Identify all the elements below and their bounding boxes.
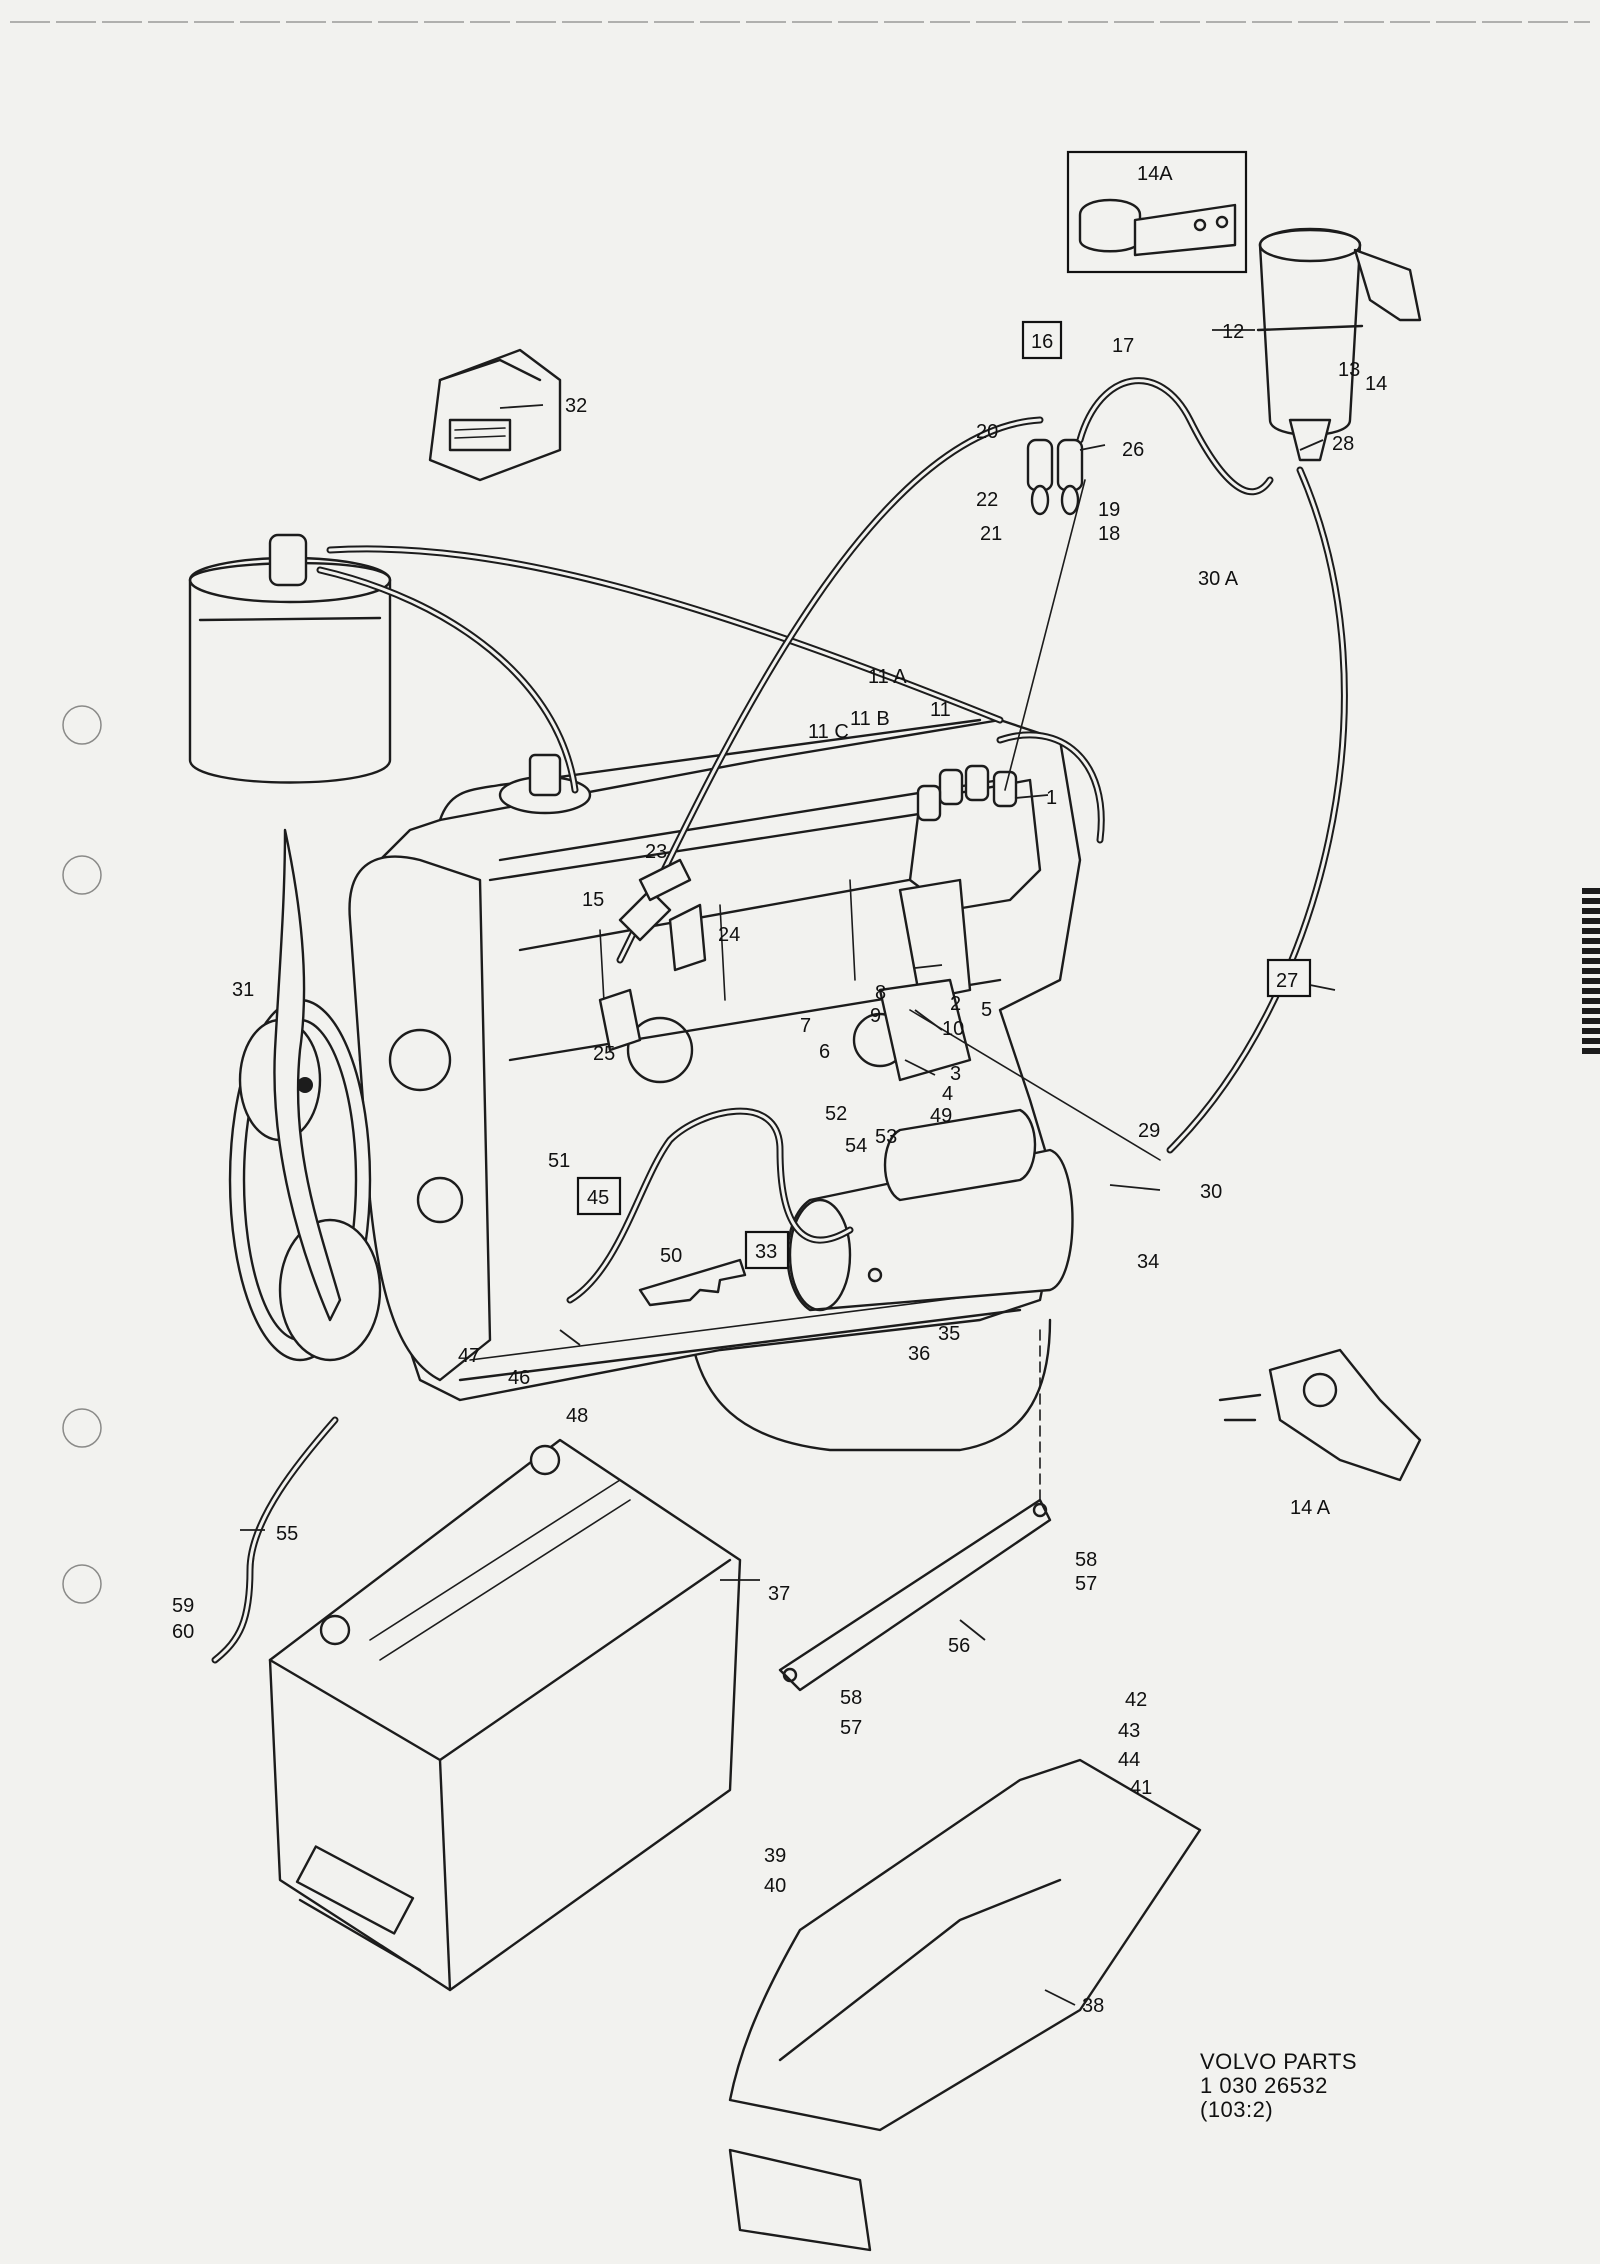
plug-boots <box>598 858 707 1052</box>
callout-48: 48 <box>566 1405 588 1427</box>
ignition-lock <box>1218 1348 1422 1482</box>
callout-30a: 30 A <box>1198 568 1239 590</box>
callout-4: 4 <box>942 1083 953 1105</box>
callout-5: 5 <box>981 999 992 1021</box>
hold-down-strap <box>778 1498 1052 1692</box>
callout-43: 43 <box>1118 1720 1140 1742</box>
callout-55: 55 <box>276 1523 298 1545</box>
callout-7: 7 <box>800 1015 811 1037</box>
battery <box>268 1438 742 1992</box>
callout-33: 33 <box>755 1241 777 1263</box>
callout-29: 29 <box>1138 1120 1160 1142</box>
callout-54: 54 <box>845 1135 867 1157</box>
callout-labels: 14A 12 13 14 16 17 20 26 28 22 19 21 18 … <box>172 163 1387 2017</box>
distributor <box>878 764 1042 1082</box>
callout-9: 9 <box>870 1005 881 1027</box>
callout-8: 8 <box>875 982 886 1004</box>
battery-tray <box>728 1758 1202 2252</box>
binder-holes <box>62 705 102 1604</box>
callout-58: 58 <box>1075 1549 1097 1571</box>
voltage-regulator <box>428 348 562 482</box>
callout-17: 17 <box>1112 335 1134 357</box>
callout-11c: 11 C <box>808 721 849 743</box>
callout-31: 31 <box>232 979 254 1001</box>
bracket-50 <box>638 1258 747 1307</box>
callout-21: 21 <box>980 523 1002 545</box>
callout-6: 6 <box>819 1041 830 1063</box>
callout-36: 36 <box>908 1343 930 1365</box>
footer-ref: (103:2) <box>1200 2097 1274 2122</box>
footer-number: 1 030 26532 <box>1200 2073 1328 2098</box>
callout-10: 10 <box>942 1018 964 1040</box>
callout-60: 60 <box>172 1621 194 1643</box>
callout-34: 34 <box>1137 1251 1159 1273</box>
callout-45: 45 <box>587 1187 609 1209</box>
callout-32: 32 <box>565 395 587 417</box>
callout-52: 52 <box>825 1103 847 1125</box>
callout-40: 40 <box>764 1875 786 1897</box>
callout-57b: 57 <box>840 1717 862 1739</box>
callout-42: 42 <box>1125 1689 1147 1711</box>
callout-58b: 58 <box>840 1687 862 1709</box>
ignition-coil <box>1256 227 1422 462</box>
callout-1: 1 <box>1046 787 1057 809</box>
callout-50: 50 <box>660 1245 682 1267</box>
callout-53: 53 <box>875 1126 897 1148</box>
callout-41: 41 <box>1130 1777 1152 1799</box>
callout-3: 3 <box>950 1063 961 1085</box>
callout-56: 56 <box>948 1635 970 1657</box>
callout-14a-box: 14A <box>1137 163 1173 185</box>
callout-27: 27 <box>1276 970 1298 992</box>
callout-12: 12 <box>1222 321 1244 343</box>
fan-assembly <box>228 828 382 1362</box>
callout-11b: 11 B <box>850 708 890 730</box>
callout-37: 37 <box>768 1583 790 1605</box>
callout-39: 39 <box>764 1845 786 1867</box>
callout-38: 38 <box>1082 1995 1104 2017</box>
callout-44: 44 <box>1118 1749 1140 1771</box>
starter-motor <box>786 1108 1074 1312</box>
boxed-callouts <box>576 320 1312 1270</box>
callout-16: 16 <box>1031 331 1053 353</box>
callout-25: 25 <box>593 1043 615 1065</box>
callout-47: 47 <box>458 1345 480 1367</box>
leader-lines <box>240 329 1336 2006</box>
callout-14: 14 <box>1365 373 1387 395</box>
callout-46: 46 <box>508 1367 530 1389</box>
callout-23: 23 <box>645 841 667 863</box>
callout-24: 24 <box>718 924 740 946</box>
callout-11: 11 <box>930 699 951 721</box>
callout-57: 57 <box>1075 1573 1097 1595</box>
inset-14a <box>1066 150 1248 274</box>
footer-brand: VOLVO PARTS <box>1200 2049 1358 2074</box>
callout-26: 26 <box>1122 439 1144 461</box>
callout-22: 22 <box>976 489 998 511</box>
oil-cap <box>498 753 592 815</box>
callout-59: 59 <box>172 1595 194 1617</box>
page-tab-marks <box>1582 888 1600 1058</box>
callout-19: 19 <box>1098 499 1120 521</box>
callout-49: 49 <box>930 1105 952 1127</box>
callout-20: 20 <box>976 421 998 443</box>
callout-11a: 11 A <box>868 666 907 688</box>
callout-18: 18 <box>1098 523 1120 545</box>
callout-51: 51 <box>548 1150 570 1172</box>
callout-2: 2 <box>950 993 961 1015</box>
footer-reference: VOLVO PARTS 1 030 26532 (103:2) <box>1200 2050 1357 2122</box>
callout-13: 13 <box>1338 359 1360 381</box>
callout-15: 15 <box>582 889 604 911</box>
connectors <box>1026 438 1084 516</box>
callout-14a: 14 A <box>1290 1497 1331 1519</box>
callout-35: 35 <box>938 1323 960 1345</box>
callout-30: 30 <box>1200 1181 1222 1203</box>
callout-28: 28 <box>1332 433 1354 455</box>
air-cleaner <box>188 533 392 784</box>
